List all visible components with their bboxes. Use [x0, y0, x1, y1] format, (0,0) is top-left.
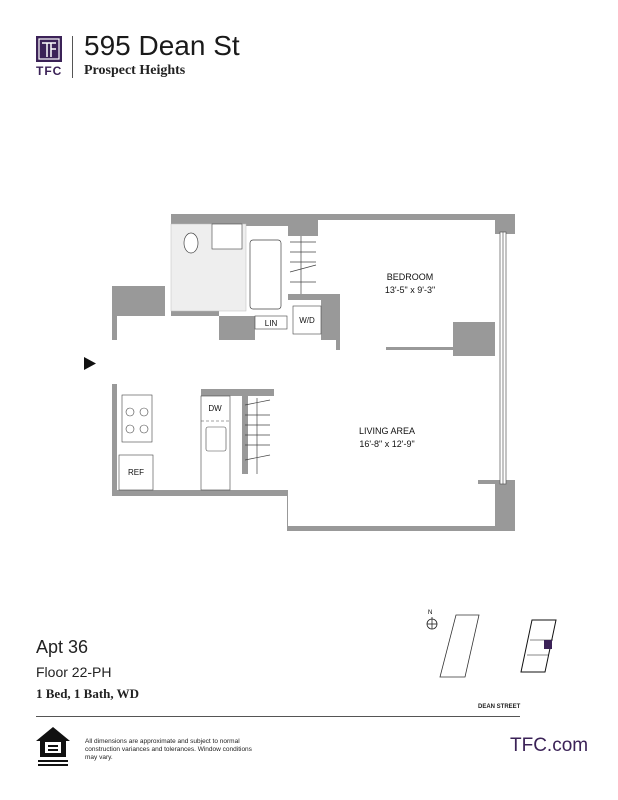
site-keyplan [439, 614, 480, 678]
room-dims-bedroom: 13'-5" x 9'-3" [385, 285, 435, 295]
apartment-number: Apt 36 [36, 637, 89, 657]
washer-dryer [292, 305, 322, 335]
floor-label: Floor 22-PH [36, 664, 112, 680]
building-keyplan [520, 619, 557, 673]
wall-upper-left [112, 286, 165, 340]
page-title: 595 Dean St [84, 30, 240, 61]
compass-north-label: N [428, 610, 432, 616]
closet-shelves-icon [244, 236, 317, 474]
windows [499, 231, 507, 485]
entry-arrow-icon [84, 357, 96, 370]
footer-divider [36, 716, 520, 717]
tfc-logo-mark-icon [38, 38, 60, 60]
bathtub-icon [249, 239, 282, 310]
wall-column [453, 322, 495, 356]
header-divider [72, 36, 73, 78]
tfc-logo [36, 36, 62, 62]
street-label: DEAN STREET [478, 704, 521, 710]
equal-housing-opportunity-icon [36, 727, 70, 766]
dishwasher-label: DW [208, 404, 222, 413]
linen-label: LIN [265, 319, 278, 328]
room-name-living: LIVING AREA [359, 426, 415, 436]
kitchen-sink-icon [205, 426, 227, 452]
stove-icon [121, 394, 153, 443]
neighborhood: Prospect Heights [84, 63, 186, 78]
washer-dryer-label: W/D [299, 316, 315, 325]
refrigerator-label: REF [128, 468, 144, 477]
room-name-bedroom: BEDROOM [387, 272, 434, 282]
disclaimer: All dimensions are approximate and subje… [85, 738, 252, 761]
wall-closet [288, 294, 340, 350]
partition-wall [386, 347, 453, 350]
toilet-icon [183, 232, 199, 254]
sink-icon [211, 223, 243, 250]
unit-highlight [544, 640, 552, 649]
linen-closet [254, 315, 288, 330]
compass-icon [426, 617, 438, 630]
website-link[interactable]: TFC.com [510, 735, 589, 756]
room-dims-living: 16'-8" x 12'-9" [359, 439, 414, 449]
wall-kitchen [201, 389, 274, 396]
refrigerator [118, 454, 154, 491]
brand-name: TFC [36, 64, 63, 78]
unit-summary: 1 Bed, 1 Bath, WD [36, 686, 140, 701]
wall-bottom [112, 384, 515, 531]
